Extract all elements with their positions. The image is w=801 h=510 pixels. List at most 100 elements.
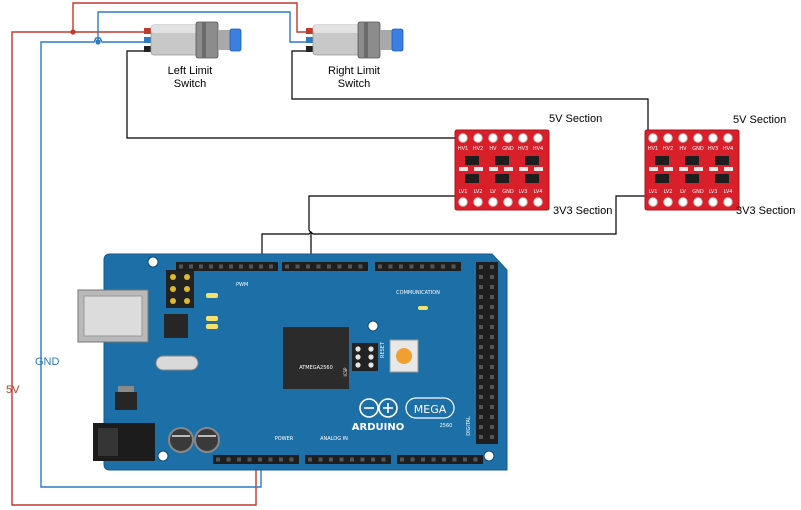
wire-lls2-to-arduino (261, 195, 648, 262)
mosfet (495, 156, 509, 165)
right-switch-label-line1: Right Limit (328, 65, 380, 77)
header-pin (479, 435, 483, 439)
pin-hole (488, 197, 498, 207)
header-pin (226, 457, 231, 462)
reset-button (389, 339, 419, 373)
header-pin (479, 355, 483, 359)
mosfet (525, 156, 539, 165)
header-pin (490, 395, 494, 399)
header-pin (316, 264, 321, 269)
mosfet (655, 156, 669, 165)
pin-hole (473, 197, 483, 207)
pin-label-hv: HV1 (458, 146, 468, 152)
header-pin (339, 457, 344, 462)
level-shifter-board (644, 129, 740, 211)
usb-connector (77, 289, 149, 343)
resistor (709, 167, 718, 171)
resistor (504, 167, 513, 171)
header-pin (410, 457, 415, 462)
resistor (649, 167, 658, 171)
chip-label: ATMEGA2560 (299, 365, 333, 371)
header-pin (279, 457, 283, 462)
pin-label-hv: HV2 (473, 146, 483, 152)
header-pin (189, 264, 193, 269)
mosfet (715, 174, 729, 183)
header-pin (490, 415, 494, 419)
left-switch-label: Left Limit Switch (158, 65, 222, 91)
wire-gnd-label: GND (35, 356, 60, 368)
header-pin (490, 315, 494, 319)
left-switch-label-line1: Left Limit (167, 65, 213, 77)
pin-hole (458, 197, 468, 207)
header-pin (463, 457, 467, 462)
capacitor (168, 427, 194, 453)
pwm-label: PWM (236, 282, 248, 288)
pin-hole (533, 133, 543, 143)
header-pin (490, 405, 494, 409)
wire-gnd (40, 37, 262, 488)
header-pin (289, 457, 294, 462)
pin-hole (678, 133, 688, 143)
header-strip (305, 455, 391, 464)
header-pin (308, 457, 312, 462)
header-pin (479, 345, 483, 349)
wire-gnd-branch (97, 11, 310, 43)
wire-lls1-to-arduino (308, 195, 458, 262)
header-pin (490, 375, 494, 379)
pin-hole (678, 197, 688, 207)
mosfet (525, 174, 539, 183)
pin-label-lv: LV1 (459, 189, 468, 195)
pin-label-hv: HV1 (648, 146, 658, 152)
pin-label-lv: GND (502, 189, 514, 195)
header-pin (247, 457, 252, 462)
header-pin (239, 264, 243, 269)
header-pin (329, 457, 333, 462)
voltage-regulator (115, 392, 137, 410)
header-pin (490, 285, 494, 289)
header-pin (249, 264, 253, 269)
mosfet (715, 156, 729, 165)
pin-hole (518, 197, 528, 207)
left-switch-label-line2: Switch (173, 78, 207, 90)
pin-label-lv: LV2 (664, 189, 673, 195)
analog-in-label: ANALOG IN (320, 436, 348, 442)
resistor (534, 167, 543, 171)
pin-label-lv: LV (490, 189, 496, 195)
pin-label-hv: HV3 (518, 146, 528, 152)
header-pin (479, 385, 483, 389)
digital-label: DIGITAL (466, 416, 472, 436)
header-strip (282, 262, 368, 271)
arduino-logo (359, 398, 398, 418)
header-pin (229, 264, 233, 269)
level-shifter-board (454, 129, 550, 211)
header-pin (269, 264, 273, 269)
header-pin (479, 295, 483, 299)
pin-hole (488, 133, 498, 143)
usb-chip (164, 314, 188, 338)
icsp-label: ICSP (343, 367, 348, 377)
pin-label-hv: GND (502, 146, 514, 152)
pin-label-lv: LV3 (519, 189, 528, 195)
header-pin (490, 365, 494, 369)
pin-label-hv: HV2 (663, 146, 673, 152)
arduino-mega-board: ATMEGA2560 RESET ICSP ARDUINO MEGA 2560 (77, 253, 508, 471)
wire-right-switch-signal (291, 50, 649, 138)
pin-label-hv: GND (692, 146, 704, 152)
power-label: POWER (275, 436, 294, 442)
header-pin (237, 457, 241, 462)
lls1-5v-label: 5V Section (549, 113, 603, 125)
left-limit-switch (144, 21, 242, 59)
header-pin (306, 264, 310, 269)
header-pin (479, 405, 483, 409)
atmega2560-chip: ATMEGA2560 (283, 327, 349, 389)
lls2-3v3-label: 3V3 Section (736, 205, 796, 217)
header-pin (358, 264, 363, 269)
header-pin (452, 457, 457, 462)
lls2-5v-label: 5V Section (733, 114, 787, 126)
lls1-3v3-label: 3V3 Section (553, 205, 613, 217)
pin-hole (518, 133, 528, 143)
pin-label-hv: HV (679, 146, 687, 152)
pin-hole (708, 133, 718, 143)
pin-label-hv: HV (489, 146, 497, 152)
pin-hole (648, 197, 658, 207)
